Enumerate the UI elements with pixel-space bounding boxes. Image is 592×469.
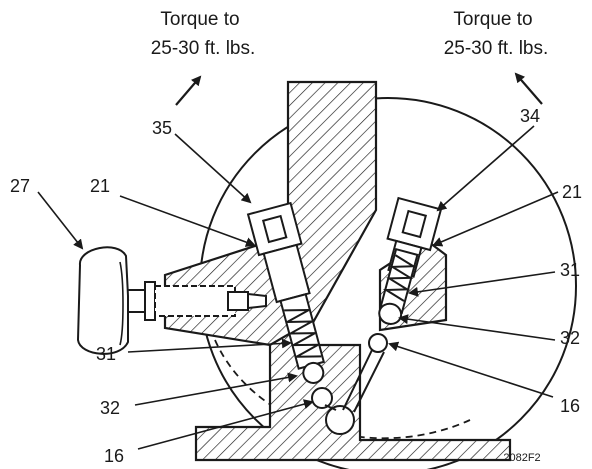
dashed-arc	[214, 339, 471, 440]
torque-left-line1: Torque to	[160, 9, 239, 30]
knob	[76, 246, 129, 355]
callout-32-left: 32	[100, 398, 120, 418]
left-ball	[311, 387, 333, 409]
leader-16-left	[137, 399, 314, 450]
leader-31-left	[127, 338, 292, 353]
callout-27: 27	[10, 176, 30, 196]
leader-35	[174, 133, 252, 204]
leader-21-right	[432, 191, 559, 247]
callout-32-right: 32	[560, 328, 580, 348]
leader-32-left	[134, 372, 298, 406]
callout-31-left: 31	[96, 344, 116, 364]
left-valve-assembly	[246, 201, 326, 384]
callout-16-right: 16	[560, 396, 580, 416]
leader-34	[436, 125, 535, 212]
leader-21-left	[119, 195, 256, 247]
torque-right-arrow	[514, 72, 543, 105]
leader-16-right	[388, 341, 554, 398]
torque-left-arrow	[175, 75, 202, 106]
leader-31-right	[408, 271, 556, 297]
knob-inner	[119, 261, 124, 346]
rod-right	[342, 349, 385, 413]
torque-left-line2: 25-30 ft. lbs.	[151, 38, 256, 59]
torque-right-line1: Torque to	[453, 9, 532, 30]
leader-32-right	[398, 314, 556, 341]
callout-34: 34	[520, 106, 540, 126]
torque-right-line2: 25-30 ft. lbs.	[444, 38, 549, 59]
callout-35: 35	[152, 118, 172, 138]
right-ball	[368, 333, 388, 353]
rod-left	[324, 404, 337, 411]
main-body-block	[194, 80, 512, 462]
callout-21-left: 21	[90, 176, 110, 196]
bottom-ball	[325, 405, 355, 435]
figure-code: 2082F2	[503, 452, 540, 464]
callout-31-right: 31	[560, 260, 580, 280]
callout-16-left: 16	[104, 446, 124, 466]
leader-27	[37, 191, 84, 250]
callout-21-right: 21	[562, 182, 582, 202]
